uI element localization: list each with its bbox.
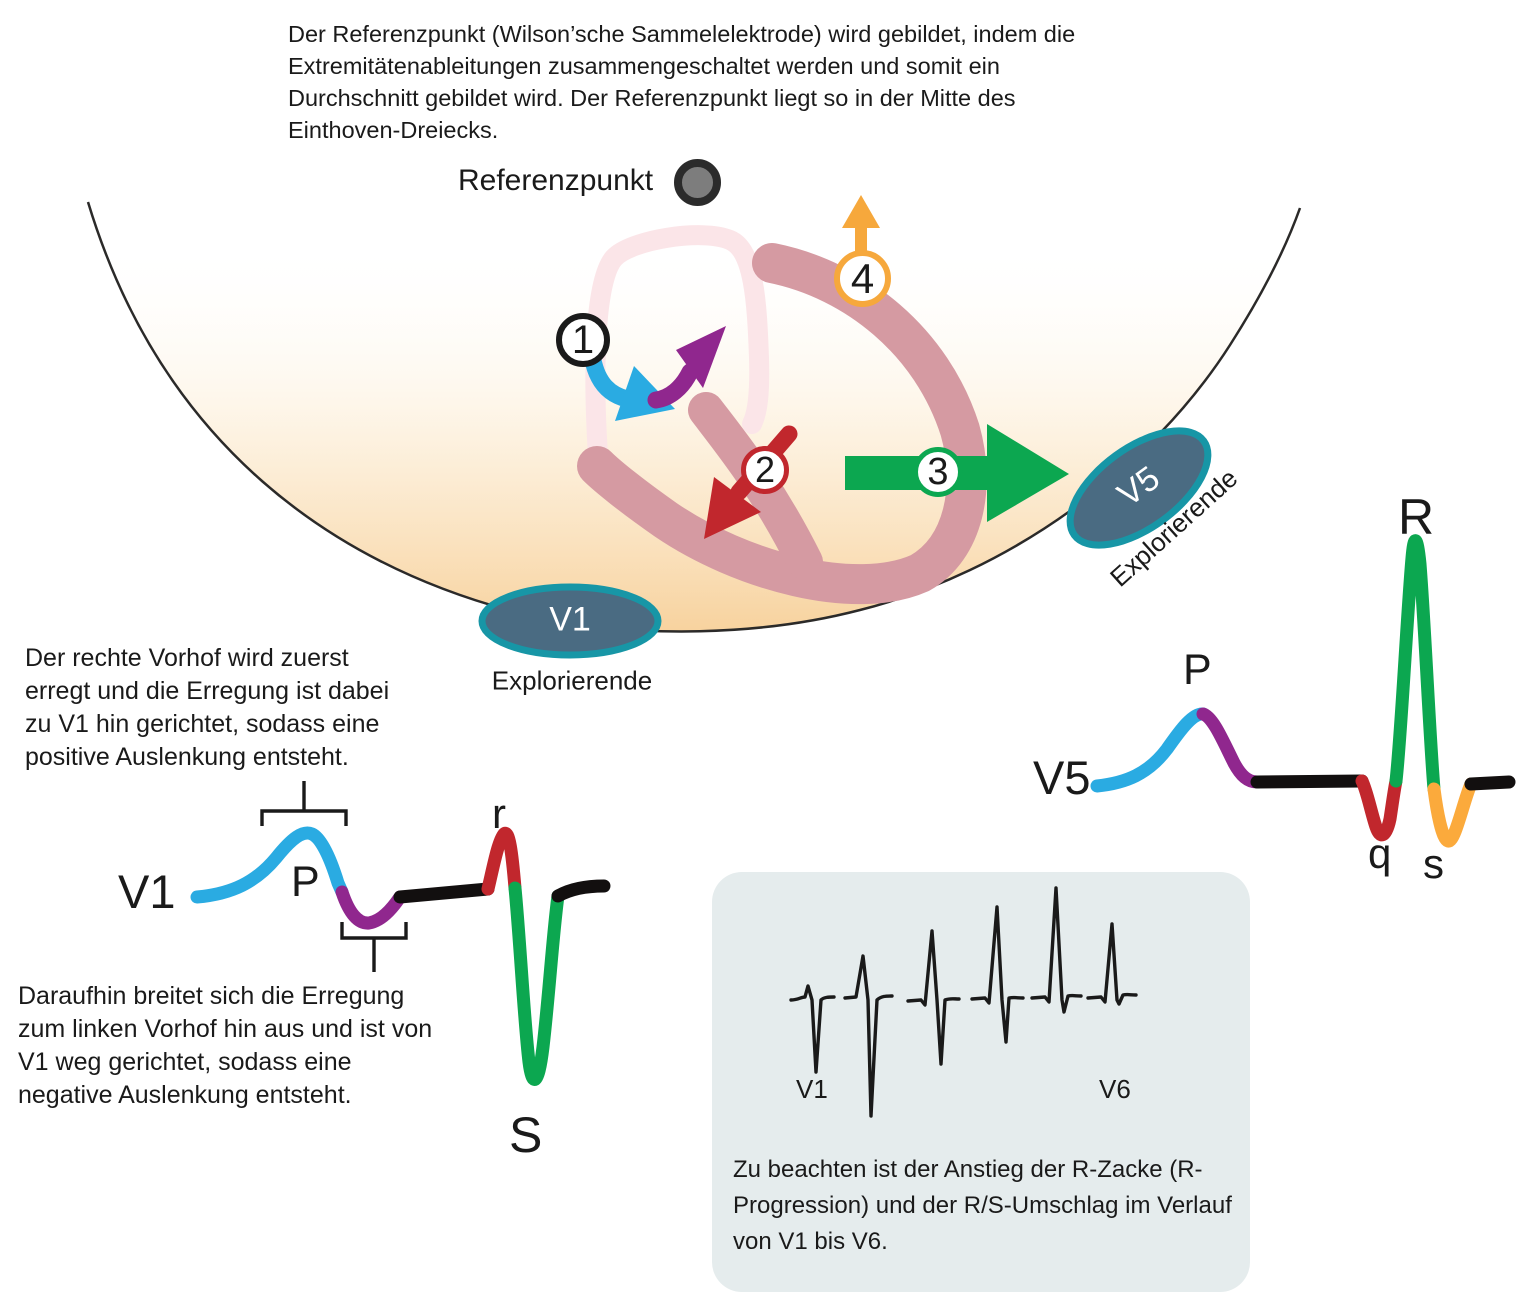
electrode-v1-label: V1	[549, 600, 591, 639]
v5-p-wave-down	[1196, 707, 1264, 789]
v1-p-brackets	[260, 781, 408, 972]
v5-baseline-1	[1250, 774, 1369, 789]
arrow-left-atrium-purple	[647, 326, 726, 409]
electrode-v1	[478, 583, 662, 659]
v5-r-wave-label: R	[1398, 489, 1435, 545]
v1-s-wave-label: S	[509, 1107, 543, 1163]
reference-point-label: Referenzpunkt	[458, 164, 654, 197]
v5-r-wave	[1389, 534, 1441, 796]
reference-point-dot	[674, 159, 721, 206]
v1-p-wave-label: P	[291, 858, 320, 906]
v1-p-wave-down	[335, 885, 407, 930]
qrs-complex-v6	[1086, 922, 1138, 1006]
qrs-complex-v5	[1030, 886, 1083, 1014]
bracket-positive-p	[260, 781, 348, 826]
v5-p-wave-up	[1090, 707, 1210, 793]
v5-baseline-2	[1464, 775, 1516, 791]
v1-s-wave	[508, 881, 565, 1086]
left-atrium-note: Daraufhin breitet sich die Erregung zum …	[18, 982, 433, 1109]
v1-baseline-2	[551, 879, 611, 903]
progression-box-caption: Zu beachten ist der Anstieg der R-Zacke …	[733, 1156, 1232, 1255]
v5-s-wave	[1427, 777, 1478, 848]
v5-lead-label: V5	[1033, 751, 1091, 804]
vector-marker-2: 2	[741, 446, 789, 494]
heart-ventricle-band	[577, 243, 987, 605]
v1-baseline-1	[393, 882, 495, 904]
qrs-complex-v2	[843, 954, 894, 1118]
v5-p-wave-label: P	[1183, 646, 1212, 694]
torso-outline	[86, 201, 1302, 633]
v5-ecg-trace	[1090, 534, 1516, 848]
arrow-basal-orange	[842, 195, 880, 253]
qrs-complex-v4	[970, 905, 1025, 1044]
v1-ecg-trace	[190, 826, 611, 1086]
progression-box-v1-label: V1	[796, 1074, 828, 1104]
vector-marker-1: 1	[556, 313, 610, 367]
r-progression-complexes	[789, 886, 1138, 1118]
electrode-v1-sublabel: Explorierende	[491, 665, 653, 696]
right-atrium-note: Der rechte Vorhof wird zuerst erregt und…	[25, 644, 390, 771]
qrs-complex-v3	[906, 929, 961, 1066]
v1-p-wave-up	[190, 826, 349, 904]
vector-marker-4: 4	[834, 250, 891, 307]
intro-text: Der Referenzpunkt (Wilson’sche Sammelele…	[288, 21, 1076, 143]
qrs-complex-v1	[789, 984, 836, 1074]
v5-s-wave-label: s	[1423, 840, 1444, 887]
v5-q-wave-label: q	[1368, 830, 1392, 877]
vector-marker-3: 3	[913, 447, 963, 497]
v1-lead-label: V1	[118, 865, 176, 918]
electrode-v5	[1066, 427, 1212, 549]
v1-r-wave	[481, 826, 522, 896]
v1-r-wave-label: r	[492, 790, 506, 837]
v5-q-wave	[1355, 774, 1403, 842]
bracket-negative-p	[340, 922, 408, 972]
progression-box-v6-label: V6	[1099, 1074, 1131, 1104]
